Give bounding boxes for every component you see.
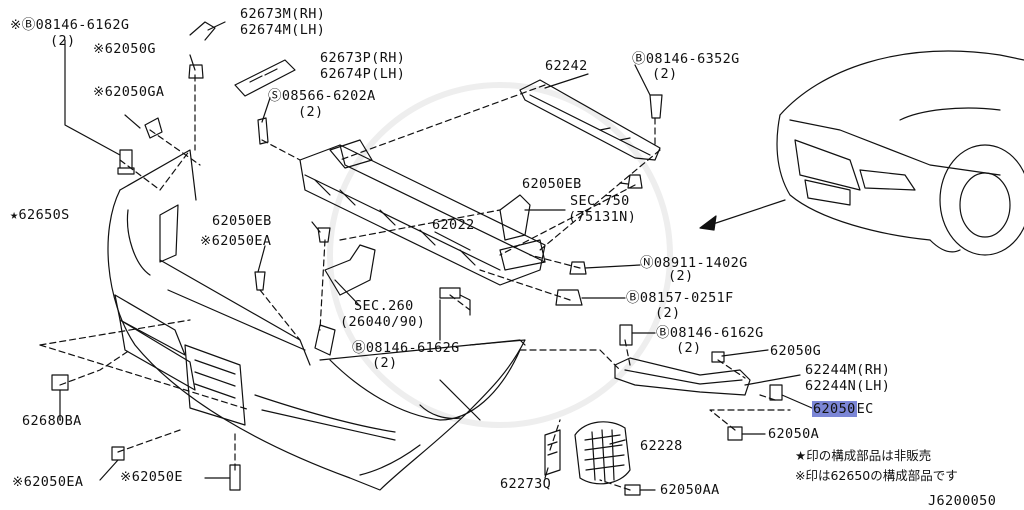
label-62680ba: 62680BA: [22, 413, 82, 429]
bracket-sec750: [499, 194, 531, 241]
label-62050eb-top: 62050EB: [522, 176, 582, 192]
label-sec260-ref: (26040/90): [340, 314, 426, 330]
upper-stay-62242: [519, 79, 661, 161]
bracket-62673m: [189, 21, 216, 41]
label-62050aa: 62050AA: [660, 482, 720, 498]
label-62244n: 62244N(LH): [805, 378, 891, 394]
label-62022: 62022: [432, 217, 475, 233]
label-62673p: 62673P(RH): [320, 50, 406, 66]
label-sec260: SEC.260: [354, 298, 414, 314]
label-62050g-right: 62050G: [770, 343, 822, 359]
label-sec750: SEC.750: [570, 193, 630, 209]
label-62050a: 62050A: [768, 426, 820, 442]
label-08566-6202a: Ⓢ08566-6202A: [268, 88, 376, 104]
label-08146-6352g: Ⓑ08146-6352G: [632, 51, 740, 67]
label-62050ec: 62050EC: [812, 401, 874, 417]
vehicle-inset: [776, 50, 1024, 256]
clip-62273q: [544, 429, 561, 476]
note-component-of: ※印は62650の構成部品です: [795, 468, 958, 483]
label-62674m: 62674M(LH): [240, 22, 326, 38]
label-62050eb-left: 62050EB: [212, 213, 272, 229]
label-08146-6162g-center: Ⓑ08146-6162G: [352, 340, 460, 356]
diagram-code: J6200050: [928, 493, 997, 509]
side-bracket-62244: [614, 357, 751, 396]
label-62050e: ※62050E: [120, 469, 183, 485]
bumper-fascia-62022: [107, 149, 526, 491]
bracket-sec260: [324, 244, 376, 296]
label-62228: 62228: [640, 438, 683, 454]
label-62050g-top: ※62050G: [93, 41, 156, 57]
note-non-sale: ★印の構成部品は非販売: [795, 448, 932, 463]
label-08146-6162g-left-qty: (2): [50, 33, 76, 49]
label-62050ea-bottom: ※62050EA: [12, 474, 84, 490]
label-08157-0251f: Ⓑ08157-0251F: [626, 290, 734, 306]
label-62650s: ★62650S: [10, 207, 70, 223]
label-08146-6162g-center-qty: (2): [372, 355, 398, 371]
label-62244m: 62244M(RH): [805, 362, 891, 378]
fasteners: [51, 64, 783, 496]
direction-arrow: [709, 199, 786, 226]
label-08911-1402g-qty: (2): [668, 268, 694, 284]
solid-leaders: [59, 21, 813, 491]
dashed-leaders: [39, 74, 791, 491]
label-08146-6162g-right-qty: (2): [676, 340, 702, 356]
fog-grille-62228: [574, 421, 631, 485]
label-62050ec-highlight: 62050: [812, 401, 857, 417]
bracket-62673p: [234, 59, 296, 97]
label-62050ec-suffix: EC: [856, 401, 874, 417]
reinforcement-beam: [299, 139, 546, 316]
label-62673m: 62673M(RH): [240, 6, 326, 22]
label-08911-1402g: Ⓝ08911-1402G: [640, 255, 748, 271]
label-08146-6352g-qty: (2): [652, 66, 678, 82]
label-62050ga: ※62050GA: [93, 84, 165, 100]
label-62674p: 62674P(LH): [320, 66, 406, 82]
direction-arrowhead: [699, 215, 717, 231]
label-62242: 62242: [545, 58, 588, 74]
label-08146-6162g-left: ※Ⓑ08146-6162G: [10, 17, 130, 33]
label-62050ea-mid: ※62050EA: [200, 233, 272, 249]
label-sec750-ref: (75131N): [568, 209, 637, 225]
label-08146-6162g-right: Ⓑ08146-6162G: [656, 325, 764, 341]
label-08157-0251f-qty: (2): [655, 305, 681, 321]
label-62273q: 62273Q: [500, 476, 552, 492]
label-08566-6202a-qty: (2): [298, 104, 324, 120]
watermark-seal: [327, 82, 673, 428]
